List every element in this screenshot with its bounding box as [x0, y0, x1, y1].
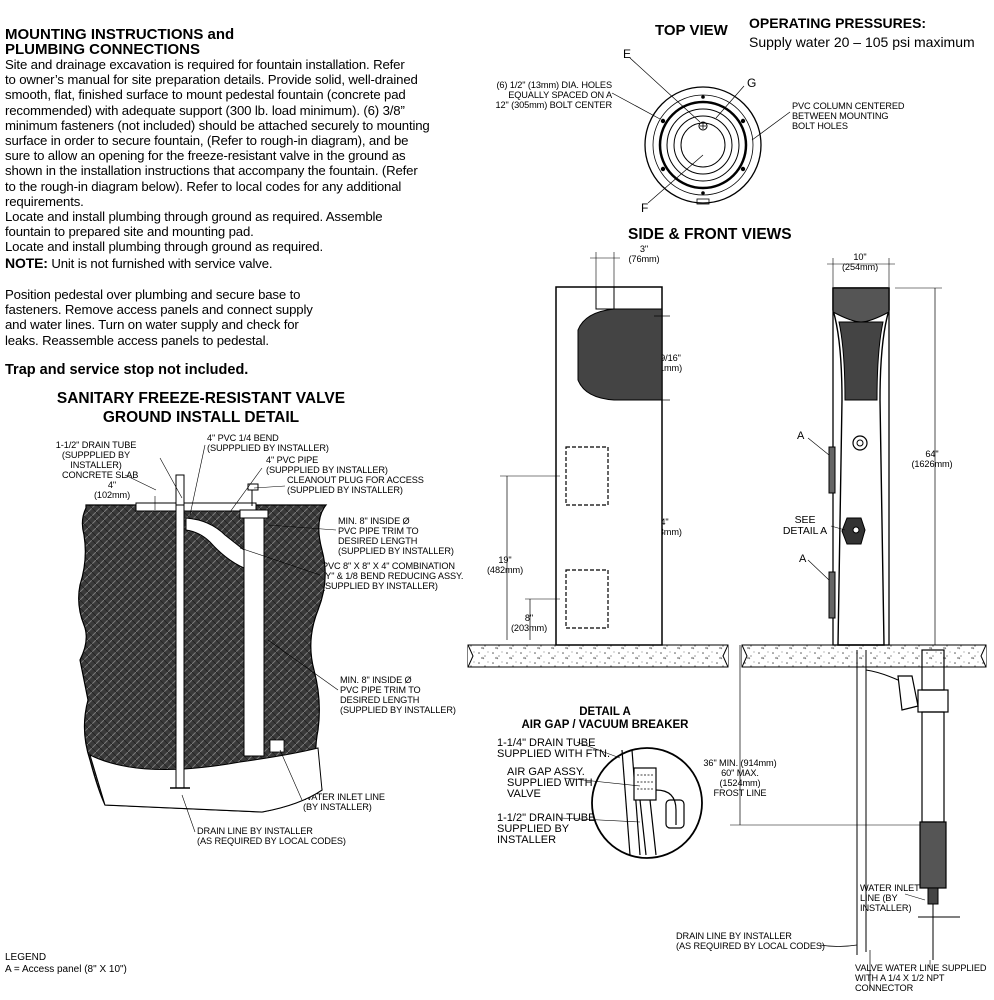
top-view-label-g: G: [747, 76, 757, 90]
valve-pvc-pipe-label: 4" PVC PIPE (SUPPPLIED BY INSTALLER): [266, 455, 388, 475]
valve-trim-label-2: MIN. 8" INSIDE Ø PVC PIPE TRIM TO DESIRE…: [340, 675, 456, 715]
valve-detail-drawing: [78, 444, 339, 833]
valve-water-line-label: VALVE WATER LINE SUPPLIED WITH A 1/4 X 1…: [855, 963, 987, 993]
legend-title: LEGEND: [5, 952, 47, 963]
dim-19-in: 19" (482mm): [477, 555, 533, 575]
see-detail-a: SEE DETAIL A: [782, 514, 828, 537]
front-view-drawing: [730, 258, 987, 990]
valve-drain-tube-label: 1-1/2" DRAIN TUBE (SUPPPLIED BY INSTALLE…: [55, 440, 137, 470]
detail-a-air-gap: AIR GAP ASSY. SUPPLIED WITH VALVE: [507, 766, 593, 800]
note-label: NOTE:: [5, 255, 48, 271]
valve-water-inlet-label: WATER INLET LINE (BY INSTALLER): [303, 792, 385, 812]
note-line: NOTE: Unit is not furnished with service…: [5, 255, 273, 271]
valve-cleanout-label: CLEANOUT PLUG FOR ACCESS (SUPPLIED BY IN…: [287, 475, 424, 495]
valve-drain-line-label: DRAIN LINE BY INSTALLER (AS REQUIRED BY …: [197, 826, 346, 846]
dim-10-in: 10" (254mm): [841, 252, 879, 272]
valve-combination-label: PVC 8" X 8" X 4" COMBINATION "Y" & 1/8 B…: [322, 561, 464, 591]
detail-a-drain-tube-installer: 1-1/2" DRAIN TUBE SUPPLIED BY INSTALLER: [497, 812, 596, 846]
side-front-title: SIDE & FRONT VIEWS: [628, 226, 792, 243]
access-panel-label-a2: A: [799, 553, 807, 565]
valve-detail-title: SANITARY FREEZE-RESISTANT VALVE GROUND I…: [56, 390, 346, 426]
trap-note: Trap and service stop not included.: [5, 362, 249, 378]
instructions-paragraph-1: Site and drainage excavation is required…: [5, 57, 430, 255]
valve-slab-dim: 4" (102mm): [93, 480, 131, 500]
operating-pressures-text: Supply water 20 – 105 psi maximum: [749, 34, 975, 50]
front-water-inlet-label: WATER INLET LINE (BY INSTALLER): [860, 883, 920, 913]
top-view-label-f: F: [641, 201, 649, 215]
dim-8-in: 8" (203mm): [510, 613, 548, 633]
detail-a-drain-tube-ftn: 1-1/4" DRAIN TUBE SUPPLIED WITH FTN.: [497, 737, 611, 760]
valve-concrete-label: CONCRETE SLAB: [62, 470, 139, 480]
dim-64-in: 64" (1626mm): [904, 449, 960, 469]
detail-a-title: DETAIL A AIR GAP / VACUUM BREAKER: [521, 706, 689, 731]
legend-item: A = Access panel (8" X 10"): [5, 964, 127, 975]
bolt-holes-note: (6) 1/2" (13mm) DIA. HOLES EQUALLY SPACE…: [495, 80, 612, 110]
pvc-column-note: PVC COLUMN CENTERED BETWEEN MOUNTING BOL…: [792, 101, 905, 131]
side-view-drawing: [467, 252, 729, 668]
top-view-drawing: [611, 57, 791, 205]
top-view-title: TOP VIEW: [655, 22, 728, 39]
instructions-paragraph-2: Position pedestal over plumbing and secu…: [5, 287, 313, 348]
detail-a-drawing: [559, 741, 703, 859]
front-drain-line-label: DRAIN LINE BY INSTALLER (AS REQUIRED BY …: [676, 931, 825, 951]
note-text: Unit is not furnished with service valve…: [47, 256, 273, 271]
top-view-label-e: E: [623, 47, 632, 61]
access-panel-label-a1: A: [797, 430, 805, 442]
valve-bend-label: 4" PVC 1/4 BEND (SUPPPLIED BY INSTALLER): [207, 433, 329, 453]
instructions-title: MOUNTING INSTRUCTIONS and PLUMBING CONNE…: [5, 26, 235, 58]
dim-3-in: 3" (76mm): [628, 244, 660, 264]
operating-pressures-title: OPERATING PRESSURES:: [749, 15, 927, 31]
valve-trim-label-1: MIN. 8" INSIDE Ø PVC PIPE TRIM TO DESIRE…: [338, 516, 454, 556]
